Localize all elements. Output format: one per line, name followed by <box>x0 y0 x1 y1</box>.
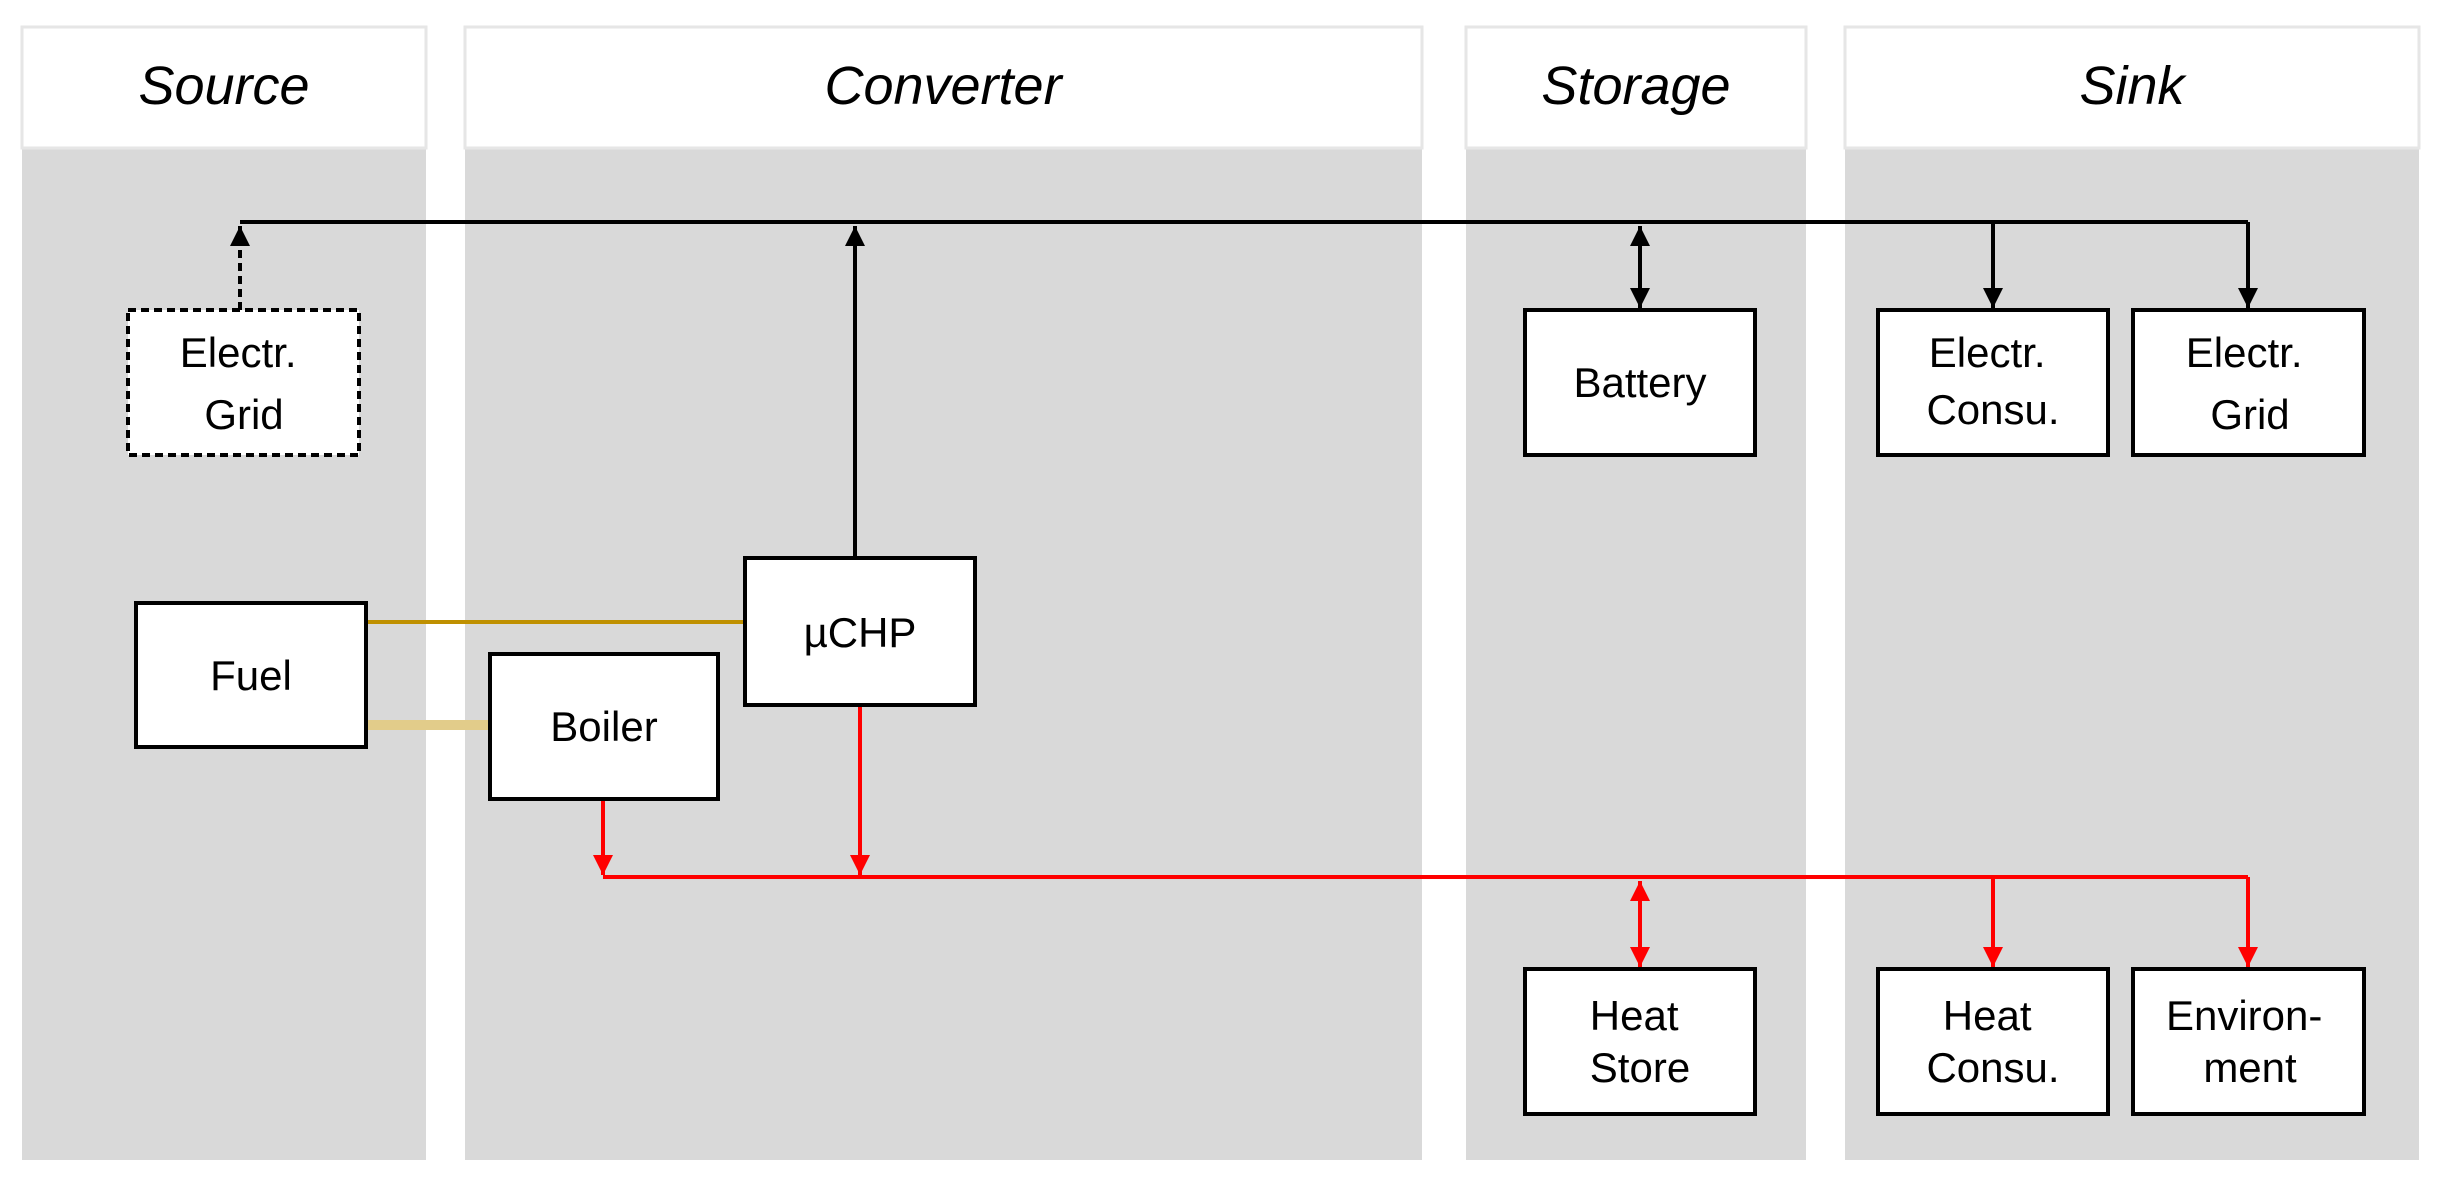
environment-label: Environ- ment <box>2166 992 2334 1091</box>
storage-title: Storage <box>1541 56 1730 116</box>
source-grid-label-line1: Electr. <box>180 329 297 376</box>
sink-grid-box: Electr. Grid <box>2131 308 2366 457</box>
converter-header <box>463 25 1424 150</box>
electr-consu-label-line2: Consu. <box>1926 386 2059 433</box>
heat-consu-label: Heat Consu. <box>1926 992 2059 1091</box>
electric-bus <box>230 220 2258 558</box>
sink-title: Sink <box>2079 56 2187 116</box>
source-grid-label: Electr. Grid <box>180 329 308 438</box>
electr-consu-label-line1: Electr. <box>1929 329 2046 376</box>
converter-title: Converter <box>824 56 1063 116</box>
fuel-rect <box>134 601 368 749</box>
sink-grid-rect <box>2131 308 2366 457</box>
heat-bus <box>593 705 2258 967</box>
environment-rect <box>2131 967 2366 1116</box>
electr-consu-label: Electr. Consu. <box>1926 329 2059 433</box>
source-grid-box: Electr. Grid <box>126 308 361 457</box>
battery-label: Battery <box>1573 359 1706 406</box>
heat-consu-rect <box>1876 967 2110 1116</box>
boiler-rect <box>488 652 720 801</box>
battery-box: Battery <box>1523 308 1757 457</box>
column-headers: Source Converter Storage Sink <box>20 25 2421 150</box>
component-boxes: Electr. Grid Fuel Boiler µCHP Ba <box>126 308 2366 1116</box>
sink-grid-label-line2: Grid <box>2210 391 2289 438</box>
environment-label-line1: Environ- <box>2166 992 2322 1039</box>
storage-header <box>1464 25 1808 150</box>
heat-store-rect <box>1523 967 1757 1116</box>
uchp-label: µCHP <box>804 609 917 656</box>
battery-label-line1: Battery <box>1573 359 1706 406</box>
fuel-label: Fuel <box>210 652 292 699</box>
fuel-box: Fuel <box>134 601 368 749</box>
source-grid-rect <box>126 308 361 457</box>
uchp-label-line1: µCHP <box>804 609 917 656</box>
source-grid-label-line2: Grid <box>204 391 283 438</box>
sink-grid-label: Electr. Grid <box>2186 329 2314 438</box>
source-title: Source <box>138 56 309 116</box>
environment-label-line2: ment <box>2203 1044 2297 1091</box>
boiler-box: Boiler <box>488 652 720 801</box>
heat-store-label-line2: Store <box>1590 1044 1690 1091</box>
sink-header <box>1843 25 2421 150</box>
boiler-label-line1: Boiler <box>550 703 657 750</box>
heat-consu-label-line2: Consu. <box>1926 1044 2059 1091</box>
sink-grid-label-line1: Electr. <box>2186 329 2303 376</box>
battery-rect <box>1523 308 1757 457</box>
heat-consu-label-line1: Heat <box>1943 992 2032 1039</box>
electr-consu-box: Electr. Consu. <box>1876 308 2110 457</box>
boiler-label: Boiler <box>550 703 657 750</box>
heat-store-label-line1: Heat <box>1590 992 1679 1039</box>
source-header <box>20 25 428 150</box>
uchp-rect <box>743 556 977 707</box>
heat-store-label: Heat Store <box>1590 992 1690 1091</box>
fuel-lines <box>366 620 745 730</box>
heat-consu-box: Heat Consu. <box>1876 967 2110 1116</box>
heat-store-box: Heat Store <box>1523 967 1757 1116</box>
fuel-label-line1: Fuel <box>210 652 292 699</box>
electr-consu-rect <box>1876 308 2110 457</box>
uchp-box: µCHP <box>743 556 977 707</box>
environment-box: Environ- ment <box>2131 967 2366 1116</box>
